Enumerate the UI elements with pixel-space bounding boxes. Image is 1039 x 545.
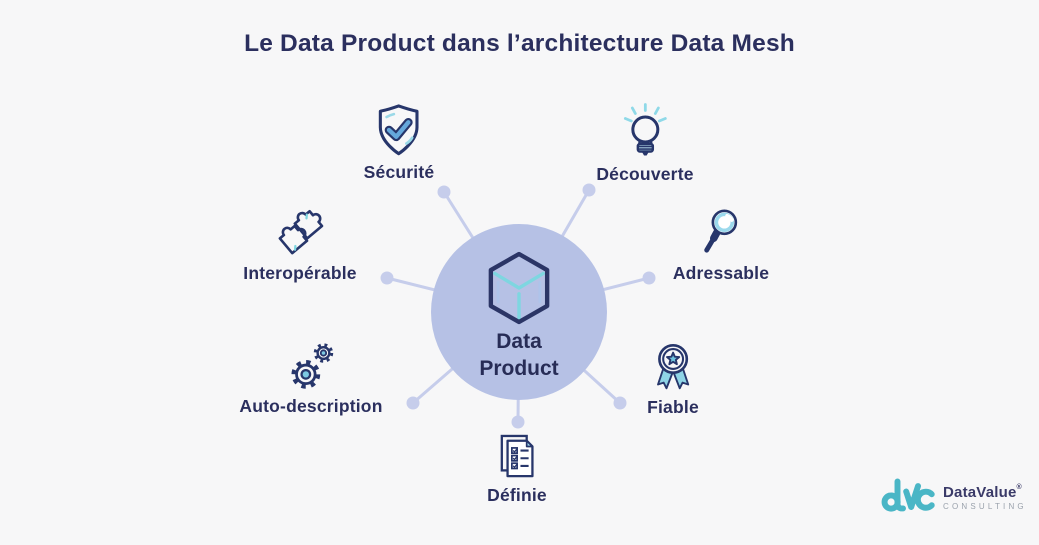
satellite-label-fiable: Fiable [647,397,699,417]
satellite-label-interoperable: Interopérable [243,263,357,283]
logo-subtitle: CONSULTING [943,501,1027,511]
center-label-line2: Product [479,357,559,381]
lightbulb-icon [623,103,667,156]
cube-icon [488,251,550,325]
data-product-node: Data Product [431,224,607,400]
satellite-interoperable: Interopérable [243,203,357,284]
center-label: Data Product [479,328,558,383]
satellite-label-adressable: Adressable [672,263,770,283]
dvc-monogram-icon [881,478,935,512]
satellite-label-definie: Définie [487,485,547,505]
logo-text: DataValue® CONSULTING [943,484,1027,511]
satellite-definie: Définie [487,433,547,506]
satellite-label-securite: Sécurité [363,162,435,182]
center-label-line1: Data [496,330,542,353]
satellite-label-auto-description: Auto-description [239,396,383,416]
magnifying-glass-icon [704,209,738,253]
checklist-documents-icon [500,434,534,478]
satellite-decouverte: Découverte [596,102,693,185]
gears-icon [291,343,333,389]
datavalue-logo: DataValue® CONSULTING [880,476,1027,518]
satellite-auto-description: Auto-description [239,340,382,417]
satellite-securite: Sécurité [364,104,435,183]
satellite-adressable: Adressable [673,206,769,284]
registered-mark: ® [1016,483,1022,491]
medal-ribbon-icon [656,343,690,390]
puzzle-icon [278,209,324,255]
logo-name: DataValue® [943,483,1022,501]
page-title: Le Data Product dans l’architecture Data… [244,30,795,57]
satellite-label-decouverte: Découverte [596,164,694,184]
shield-check-icon [379,104,419,156]
satellite-fiable: Fiable [647,342,699,418]
